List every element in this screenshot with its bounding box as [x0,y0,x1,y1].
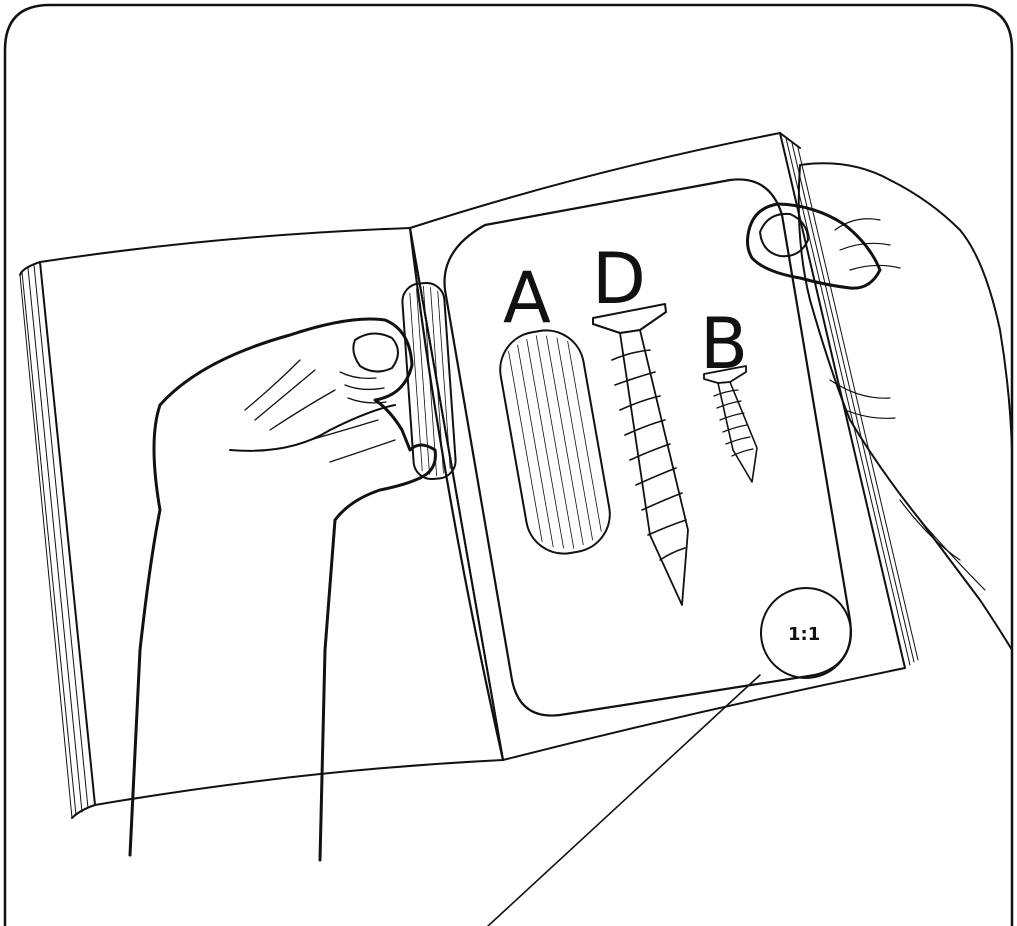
right-page [410,133,905,760]
left-hand [130,282,457,860]
dowel-part [494,324,616,559]
short-screw-label: B [700,303,748,385]
left-page-edges [20,262,95,818]
long-screw-part [593,304,688,605]
scale-badge: 1:1 [488,588,851,926]
scale-leader-line [488,675,760,926]
scale-label: 1:1 [788,624,820,645]
left-page [40,228,503,805]
long-screw-label: D [592,238,646,320]
right-hand [748,163,1013,650]
dowel-label: A [503,257,551,339]
